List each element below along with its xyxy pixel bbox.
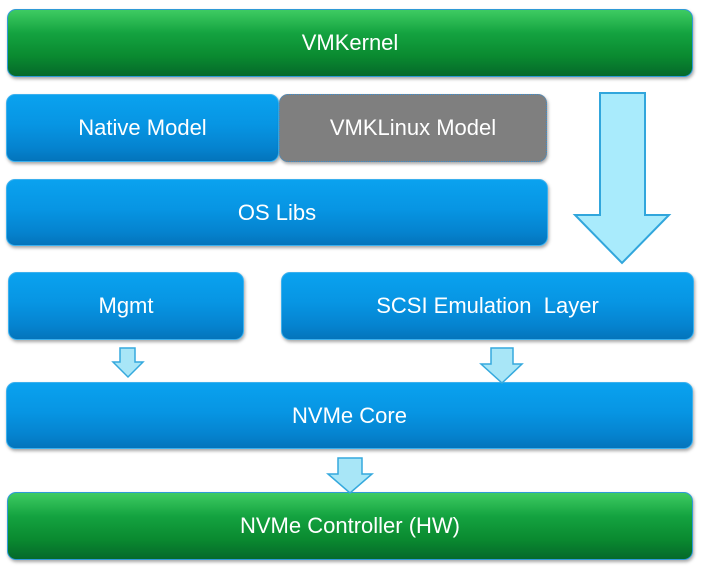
mgmt-to-core-arrow-icon [111, 347, 145, 379]
scsi-emulation-layer-box: SCSI Emulation Layer [281, 272, 694, 340]
nvme-core-label: NVMe Core [292, 402, 407, 428]
vmklinux-model-box: VMKLinux Model [279, 94, 547, 162]
nvme-core-box: NVMe Core [6, 382, 693, 449]
os-libs-label: OS Libs [237, 199, 317, 225]
native-model-box: Native Model [6, 94, 279, 162]
core-to-controller-arrow-icon [325, 457, 375, 494]
vmkernel-label: VMKernel [301, 30, 399, 55]
nvme-controller-label: NVMe Controller (HW) [239, 513, 461, 538]
nvme-controller-box: NVMe Controller (HW) [7, 492, 693, 560]
vmklinux-model-label: VMKLinux Model [329, 115, 497, 140]
native-model-label: Native Model [78, 115, 207, 140]
large-down-arrow-icon [572, 92, 672, 265]
os-libs-box: OS Libs [6, 179, 548, 246]
vmkernel-box: VMKernel [7, 9, 693, 77]
mgmt-box: Mgmt [8, 272, 244, 340]
mgmt-label: Mgmt [98, 293, 154, 318]
scsi-emulation-layer-label: SCSI Emulation Layer [376, 293, 599, 318]
scsi-to-core-arrow-icon [479, 347, 524, 385]
